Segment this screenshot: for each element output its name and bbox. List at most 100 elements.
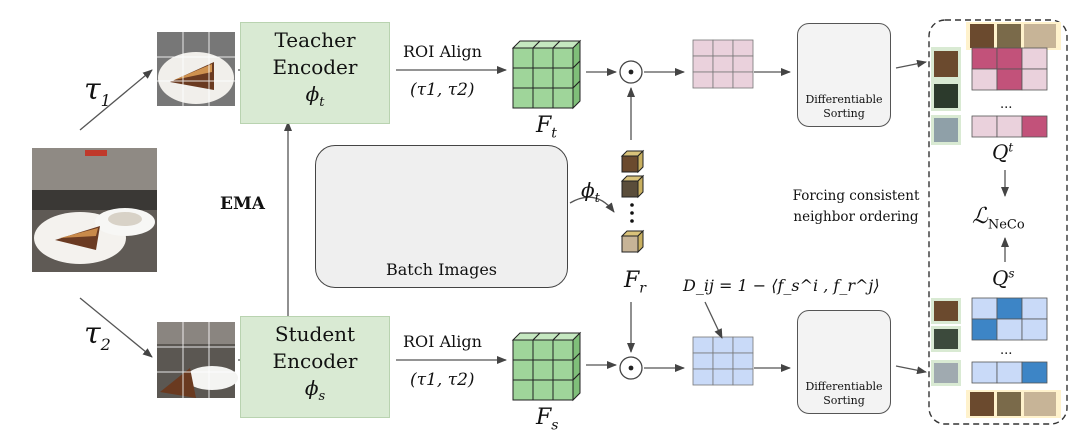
q-cell bbox=[996, 47, 1023, 70]
feature-cube bbox=[511, 332, 542, 361]
q-teacher-ellipsis: ... bbox=[1000, 97, 1013, 112]
differentiable-sorting-top: Differentiable Sorting bbox=[797, 23, 891, 127]
distance-cell bbox=[692, 39, 714, 57]
student-feature-cubes bbox=[511, 331, 582, 402]
distance-cell bbox=[732, 352, 754, 370]
q-cell bbox=[996, 361, 1023, 384]
ema-label: EMA bbox=[220, 194, 265, 214]
distance-cell bbox=[712, 39, 734, 57]
q-cell bbox=[971, 115, 998, 138]
q-cell bbox=[1021, 361, 1048, 384]
feature-cube bbox=[552, 59, 581, 90]
neighbor-thumbs-top bbox=[931, 22, 1061, 145]
roi-align-bottom-label: ROI Align bbox=[403, 332, 482, 351]
distance-formula: D_ij = 1 − ⟨f_s^i , f_r^j⟩ bbox=[683, 276, 880, 295]
q-teacher-matrix bbox=[971, 47, 1048, 138]
feature-cube bbox=[512, 379, 534, 401]
feature-cube bbox=[532, 67, 554, 89]
distance-cell bbox=[732, 39, 754, 57]
q-cell bbox=[971, 361, 998, 384]
reference-feature-label: Fr bbox=[624, 268, 646, 297]
sort-to-qs-arrow bbox=[895, 365, 927, 375]
distance-cell bbox=[712, 71, 734, 89]
q-cell bbox=[971, 68, 998, 91]
feature-cube bbox=[551, 39, 582, 70]
q-cell bbox=[1021, 115, 1048, 138]
q-student-ellipsis: ... bbox=[1000, 343, 1013, 358]
roi-align-top-label: ROI Align bbox=[403, 42, 482, 61]
q-cell bbox=[971, 318, 998, 341]
feature-cube bbox=[552, 79, 581, 110]
neighbor-thumbs-bottom bbox=[931, 298, 1061, 418]
sort-to-qt-arrow bbox=[895, 59, 927, 69]
feature-cube bbox=[552, 371, 581, 402]
q-cell bbox=[971, 47, 998, 70]
distance-cell bbox=[692, 336, 714, 354]
ref-cube-3 bbox=[620, 229, 645, 254]
feature-cube bbox=[552, 351, 581, 382]
reference-cube-column bbox=[620, 149, 645, 254]
roi-align-top-args: (τ1, τ2) bbox=[410, 80, 475, 100]
distance-cell bbox=[732, 336, 754, 354]
ref-cube-1 bbox=[620, 149, 645, 174]
q-teacher-label: Qt bbox=[992, 140, 1014, 164]
q-cell bbox=[1021, 318, 1048, 341]
teacher-feature-label: Ft bbox=[536, 113, 557, 142]
batch-images-panel: Batch Images bbox=[315, 145, 568, 288]
distance-cell bbox=[692, 55, 714, 73]
distance-cell bbox=[692, 71, 714, 89]
feature-cube bbox=[512, 67, 534, 89]
feature-cube bbox=[532, 379, 554, 401]
loss-panel bbox=[928, 19, 1068, 425]
student-feature-label: Fs bbox=[536, 405, 559, 434]
teacher-encoder-phi: ϕt bbox=[305, 82, 325, 110]
feature-cube bbox=[511, 40, 542, 69]
student-encoder-line1: Student bbox=[274, 322, 356, 346]
distance-cell bbox=[712, 55, 734, 73]
q-cell bbox=[1021, 68, 1048, 91]
teacher-feature-cubes bbox=[511, 39, 582, 110]
distance-cell bbox=[692, 352, 714, 370]
q-cell bbox=[1021, 297, 1048, 320]
feature-cube bbox=[512, 359, 534, 381]
feature-cube bbox=[532, 359, 554, 381]
distance-cell bbox=[732, 71, 754, 89]
augment-arrow-bottom bbox=[79, 297, 153, 358]
q-cell bbox=[996, 115, 1023, 138]
q-cell bbox=[1021, 47, 1048, 70]
feature-cube bbox=[532, 87, 554, 109]
forcing-consistent-text: Forcing consistent neighbor ordering bbox=[792, 188, 920, 225]
student-distance-grid bbox=[692, 336, 754, 386]
distance-cell bbox=[732, 368, 754, 386]
q-student-matrix bbox=[971, 297, 1048, 384]
source-image bbox=[32, 148, 157, 272]
sorting-bottom-label: Differentiable Sorting bbox=[805, 380, 883, 407]
distance-cell bbox=[712, 352, 734, 370]
roi-align-bottom-args: (τ1, τ2) bbox=[410, 370, 475, 390]
q-cell bbox=[971, 297, 998, 320]
q-cell bbox=[996, 297, 1023, 320]
q-cell bbox=[996, 318, 1023, 341]
augmented-crop-top bbox=[157, 32, 235, 106]
q-cell bbox=[996, 68, 1023, 91]
feature-cube bbox=[531, 332, 562, 361]
student-encoder-phi: ϕs bbox=[304, 376, 326, 404]
tau2-label: τ2 bbox=[84, 316, 111, 354]
batch-to-reference-arrow bbox=[569, 196, 615, 213]
teacher-distance-grid bbox=[692, 39, 754, 89]
teacher-encoder-line1: Teacher bbox=[274, 28, 356, 52]
q-student-label: Qs bbox=[992, 266, 1015, 290]
feature-cube bbox=[512, 87, 534, 109]
distance-pointer-arrow bbox=[704, 301, 723, 339]
augmented-crop-bottom bbox=[157, 322, 238, 398]
student-encoder: Student Encoder ϕs bbox=[240, 316, 390, 418]
batch-images-label: Batch Images bbox=[385, 260, 498, 279]
distance-cell bbox=[732, 55, 754, 73]
feature-cube bbox=[551, 331, 582, 362]
feature-cube bbox=[531, 40, 562, 69]
teacher-encoder-line2: Encoder bbox=[272, 55, 358, 79]
neco-loss-label: ℒNeCo bbox=[972, 204, 1025, 233]
batch-phi-label: ϕt bbox=[581, 178, 600, 206]
dot-product-bottom bbox=[619, 356, 643, 380]
differentiable-sorting-bottom: Differentiable Sorting bbox=[797, 310, 891, 414]
